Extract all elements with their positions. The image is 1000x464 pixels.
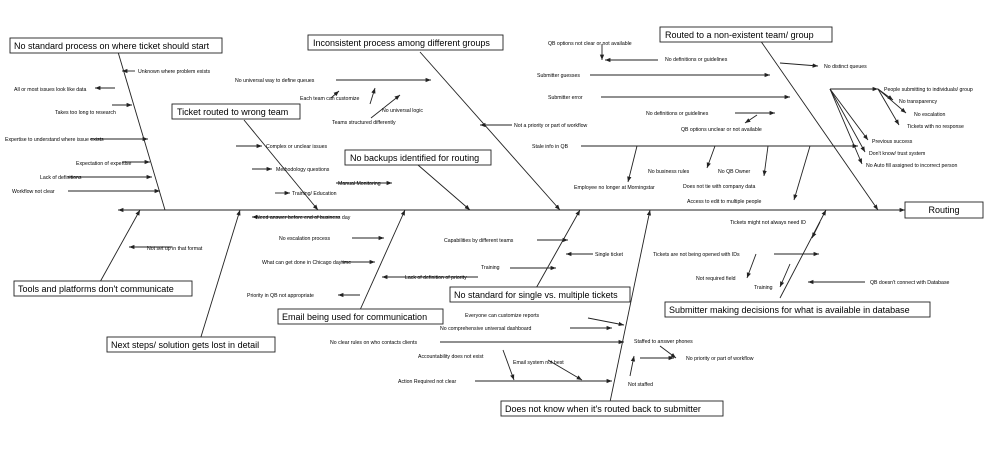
cause-label: Expectation of expertise: [76, 161, 131, 167]
effect-box: Routing: [904, 201, 984, 219]
category-single-vs-multiple: No standard for single vs. multiple tick…: [449, 286, 631, 303]
cause-label: Takes too long to research: [55, 110, 116, 116]
cause-label: Lack of definitions: [40, 175, 82, 181]
cause-label: No universal way to define queues: [235, 78, 315, 84]
bone-no-backups: [417, 164, 471, 211]
cause-label: Teams structured differently: [332, 120, 396, 126]
cause-label: Manual Monitoring: [338, 181, 381, 187]
svg-text:Tools and platforms don't comm: Tools and platforms don't communicate: [18, 284, 174, 294]
cause-label: Workflow not clear: [12, 189, 55, 195]
cause-label: No business rules: [648, 169, 690, 175]
cause-label: Training: [481, 265, 500, 271]
cause-label: Access to edit to multiple people: [687, 199, 762, 205]
cause-label: Action Required not clear: [398, 379, 457, 385]
cause-label: Stale info in QB: [532, 144, 569, 150]
cause-label: No distinct queues: [824, 64, 867, 70]
cause-label: Staffed to answer phones: [634, 339, 693, 345]
cause-label: Not staffed: [628, 382, 653, 388]
cause-label: No comprehensive universal dashboard: [440, 326, 532, 332]
cause-label: Training/ Education: [292, 191, 337, 197]
cause-label: Employee no longer at Morningstar: [574, 185, 655, 191]
svg-text:No standard for single vs. mul: No standard for single vs. multiple tick…: [454, 290, 618, 300]
bone-routed-non-existent: [759, 39, 879, 211]
cause-label: Don't know/ trust system: [869, 151, 925, 157]
cause-label: Does not tie with company data: [683, 184, 755, 190]
svg-text:No standard process on where t: No standard process on where ticket shou…: [14, 41, 210, 51]
svg-text:Does not know when it's routed: Does not know when it's routed back to s…: [505, 404, 701, 414]
cause-label: Unknown where problem exists: [138, 69, 210, 75]
cause-label: Tickets might not always need ID: [730, 220, 806, 226]
cause-label: Accountability does not exist: [418, 354, 484, 360]
cause-label: Priority in QB not appropriate: [247, 293, 314, 299]
category-email-communication: Email being used for communication: [277, 308, 444, 325]
svg-text:Inconsistent process among dif: Inconsistent process among different gro…: [313, 38, 490, 48]
category-not-know-routed-back: Does not know when it's routed back to s…: [500, 400, 724, 417]
cause-label: Tickets are not being opened with IDs: [653, 252, 740, 258]
svg-text:Routing: Routing: [928, 205, 959, 215]
cause-label: QB options unclear or not available: [681, 127, 762, 133]
cause-label: Previous success: [872, 139, 913, 145]
cause-label: Not required field: [696, 276, 736, 282]
cause-label: Submitter error: [548, 95, 583, 101]
bone-single-vs-multiple: [534, 209, 581, 291]
cause-label: No transparency: [899, 99, 937, 105]
cause-label: No universal logic: [382, 108, 423, 114]
svg-text:Next steps/ solution gets lost: Next steps/ solution gets lost in detail: [111, 340, 259, 350]
category-ticket-routed-wrong: Ticket routed to wrong team: [171, 103, 301, 120]
cause-label: What can get done in Chicago daytime: [262, 260, 351, 266]
cause-label: No clear rules on who contacts clients: [330, 340, 417, 346]
cause-label: No escalation process: [279, 236, 330, 242]
cause-label: Tickets with no response: [907, 124, 964, 130]
svg-text:Routed to a non-existent team/: Routed to a non-existent team/ group: [665, 30, 814, 40]
category-routed-non-existent: Routed to a non-existent team/ group: [659, 26, 833, 43]
bone-inconsistent-process: [419, 51, 561, 211]
category-no-backups: No backups identified for routing: [344, 149, 492, 166]
bone-tools-platforms: [99, 209, 141, 283]
category-inconsistent-process: Inconsistent process among different gro…: [307, 34, 504, 51]
cause-label: No definitions or guidelines: [665, 57, 728, 63]
cause-label: People submitting to individuals/ group: [884, 87, 973, 93]
cause-label: Lack of definition of priority: [405, 275, 467, 281]
cause-label: No QB Owner: [718, 169, 751, 175]
category-next-steps-lost: Next steps/ solution gets lost in detail: [106, 336, 276, 353]
category-no-standard-process: No standard process on where ticket shou…: [9, 37, 223, 54]
svg-text:Submitter making decisions for: Submitter making decisions for what is a…: [669, 305, 910, 315]
svg-text:Email being used for communica: Email being used for communication: [282, 312, 427, 322]
cause-label: Complex or unclear issues: [266, 144, 328, 150]
cause-label: No priority or part of workflow: [686, 356, 754, 362]
cause-label: Methodology questions: [276, 167, 330, 173]
bone-not-know-routed-back: [609, 209, 652, 403]
cause-label: QB doesn't connect with Database: [870, 280, 950, 286]
category-submitter-decisions: Submitter making decisions for what is a…: [664, 301, 931, 318]
bone-next-steps-lost: [199, 209, 241, 341]
cause-label: No definitions or guidelines: [646, 111, 709, 117]
cause-label: Training: [754, 285, 773, 291]
cause-label: Capabilities by different teams: [444, 238, 514, 244]
cause-label: Not set up in that format: [147, 246, 203, 252]
cause-label: Everyone can customize reports: [465, 313, 540, 319]
cause-label: All or most issues look like data: [14, 87, 86, 93]
svg-text:Ticket routed to wrong team: Ticket routed to wrong team: [177, 107, 288, 117]
bone-ticket-routed-wrong: [243, 119, 319, 211]
cause-label: QB options not clear or not available: [548, 41, 632, 47]
cause-label: Need answer before end of business day: [256, 215, 351, 221]
bone-email-communication: [359, 209, 406, 311]
cause-label: Submitter guesses: [537, 73, 580, 79]
cause-label: Single ticket: [595, 252, 624, 258]
cause-label: Expertise to understand where issue exis…: [5, 137, 104, 143]
cause-label: Not a priority or part of workflow: [514, 123, 587, 129]
bone-no-standard-process: [117, 51, 166, 211]
category-tools-platforms: Tools and platforms don't communicate: [13, 280, 193, 297]
cause-label: Email system not best: [513, 360, 564, 366]
cause-label: No Auto fill assigned to incorrect perso…: [866, 163, 958, 169]
cause-label: Each team can customize: [300, 96, 360, 102]
svg-text:No backups identified for rout: No backups identified for routing: [350, 153, 479, 163]
cause-label: No escalation: [914, 112, 946, 118]
